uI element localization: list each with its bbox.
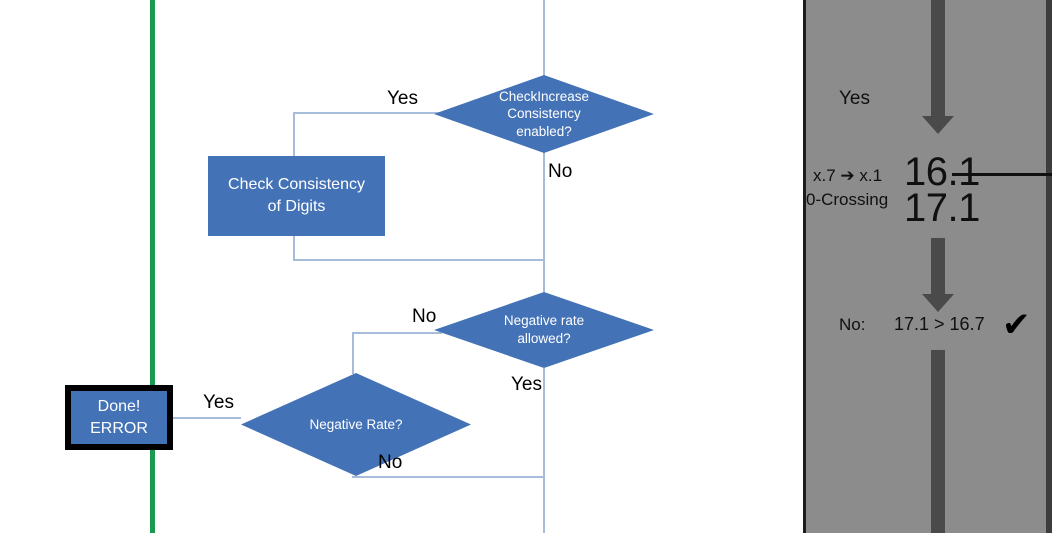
connector-negative-allowed-no-down	[352, 332, 354, 374]
node-check-consistency-line1: Check Consistency	[228, 176, 365, 194]
node-done-error-line1: Done!	[97, 397, 141, 415]
edge-label-negative-rate-no: No	[378, 452, 403, 473]
edge-label-check-increase-no: No	[548, 161, 573, 182]
panel-rule-label-line1: x.7 ➔ x.1	[813, 166, 883, 185]
side-panel: Yes x.7 ➔ x.1 0-Crossing 16.1 17.1 No: 1…	[803, 0, 1052, 533]
node-negative-rate[interactable]: Negative Rate?	[241, 373, 471, 476]
panel-value-struck: 16.1	[904, 150, 1052, 195]
connector-consistency-return-horizontal	[293, 259, 545, 261]
check-icon: ✔	[1002, 306, 1031, 344]
node-check-increase-line3: enabled?	[516, 123, 572, 139]
node-negative-rate-label: Negative Rate?	[309, 416, 403, 432]
node-done-error-line2: ERROR	[90, 419, 148, 437]
panel-comparison: 17.1 > 16.7	[894, 314, 985, 334]
node-negative-rate-allowed-label: Negative rate allowed?	[504, 312, 584, 347]
down-arrow-middle-icon	[922, 294, 954, 312]
node-negative-rate-allowed-line2: allowed?	[517, 331, 571, 346]
down-arrow-middle-shaft	[931, 238, 945, 296]
panel-rule-label-line2: 0-Crossing	[806, 190, 889, 209]
green-vertical-rule	[150, 0, 155, 533]
flow-shaft-bottom	[931, 350, 945, 533]
connector-negative-allowed-no-horizontal	[352, 332, 442, 334]
node-done-error[interactable]: Done! ERROR	[65, 385, 173, 450]
node-negative-rate-allowed-line1: Negative rate	[503, 313, 585, 329]
edge-label-negative-allowed-no: No	[412, 306, 437, 327]
down-arrow-top-icon	[922, 116, 954, 134]
connector-check-increase-no	[543, 152, 545, 261]
node-check-increase[interactable]: CheckIncrease Consistency enabled?	[434, 75, 654, 153]
connector-negative-rate-yes-horizontal	[173, 417, 241, 419]
node-check-consistency[interactable]: Check Consistency of Digits	[208, 156, 385, 236]
connector-top-to-check-increase	[543, 0, 545, 76]
node-check-increase-label: CheckIncrease Consistency enabled?	[499, 88, 589, 141]
connector-negative-allowed-yes-down	[543, 368, 545, 478]
connector-negative-rate-no-horizontal	[352, 476, 545, 478]
connector-spine-to-negative-allowed	[543, 259, 545, 292]
edge-label-negative-allowed-yes: Yes	[511, 374, 542, 395]
node-check-consistency-label: Check Consistency of Digits	[228, 174, 365, 217]
node-check-increase-line1: CheckIncrease	[498, 88, 590, 104]
connector-consistency-return-down	[293, 236, 295, 261]
panel-value-result: 17.1	[904, 186, 980, 230]
connector-spine-bottom	[543, 476, 545, 533]
node-check-consistency-line2: of Digits	[267, 198, 326, 215]
node-check-increase-line2: Consistency	[507, 106, 581, 122]
connector-check-increase-yes-down	[293, 112, 295, 156]
edge-label-negative-rate-yes: Yes	[203, 392, 234, 413]
node-negative-rate-allowed[interactable]: Negative rate allowed?	[434, 292, 654, 368]
edge-label-check-increase-yes: Yes	[387, 88, 418, 109]
connector-check-increase-yes-horizontal	[293, 112, 440, 114]
flowchart-area: CheckIncrease Consistency enabled? Check…	[65, 0, 654, 533]
node-done-error-label: Done! ERROR	[90, 396, 148, 439]
panel-branch-label: Yes	[839, 88, 870, 109]
panel-comparison-prefix: No:	[839, 315, 866, 334]
down-arrow-top-shaft	[931, 0, 945, 118]
